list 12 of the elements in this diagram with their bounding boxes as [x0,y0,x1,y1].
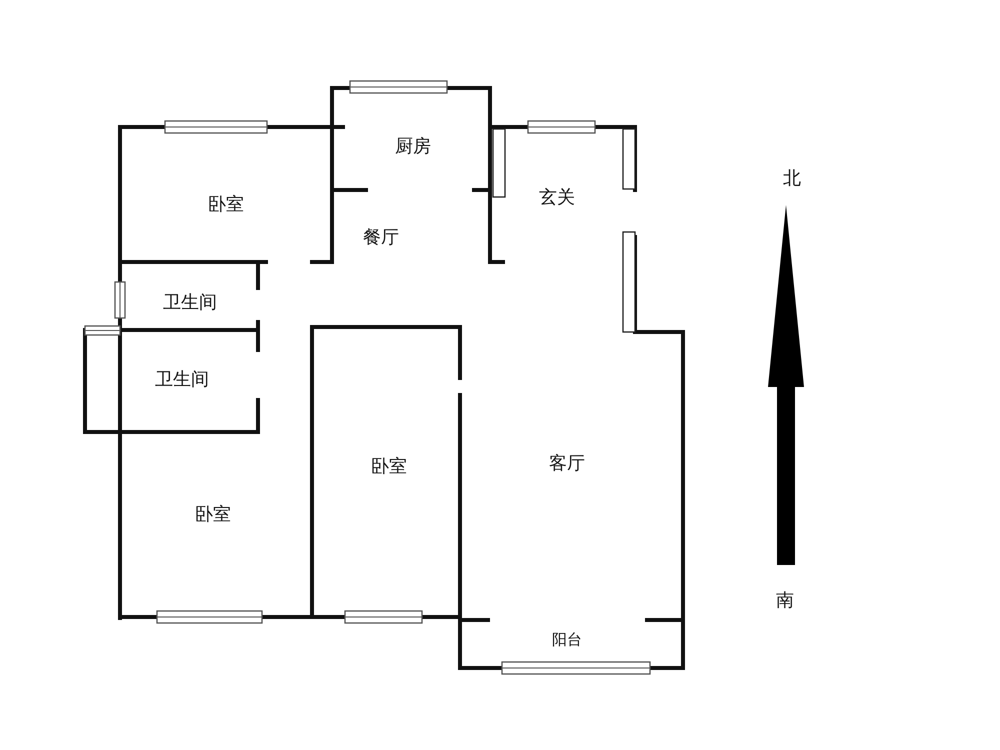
room-label: 卫生间 [163,291,217,314]
room-label: 厨房 [395,135,431,158]
room-label: 卧室 [195,503,231,526]
room-label: 餐厅 [363,226,399,249]
room-label: 客厅 [549,452,585,475]
room-label: 卧室 [208,193,244,216]
room-label: 卫生间 [155,368,209,391]
room-label: 玄关 [539,186,575,209]
room-label: 北 [783,167,801,190]
room-label: 阳台 [552,630,582,650]
room-label: 卧室 [371,455,407,478]
room-label: 南 [776,589,794,612]
